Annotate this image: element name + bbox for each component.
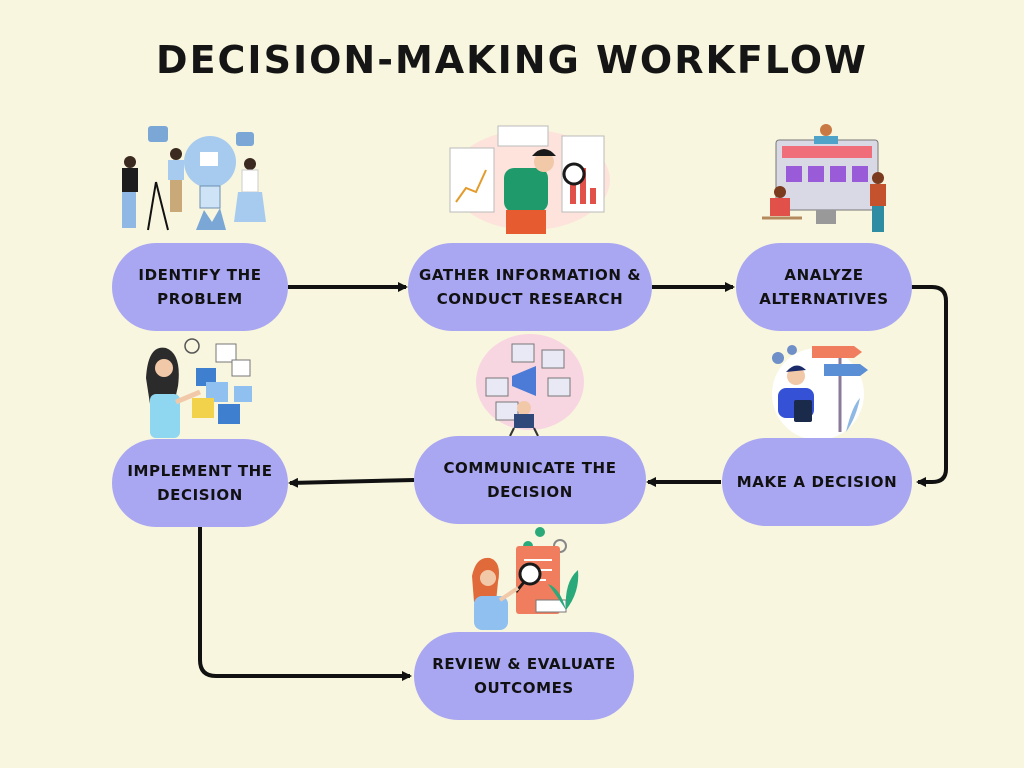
step-make-decision: MAKE A DECISION xyxy=(722,438,912,526)
step-identify-problem: IDENTIFY THE PROBLEM xyxy=(112,243,288,331)
step-implement-decision: IMPLEMENT THE DECISION xyxy=(112,439,288,527)
step-label-line2: PROBLEM xyxy=(157,290,243,308)
step-communicate-decision: COMMUNICATE THE DECISION xyxy=(414,436,646,524)
research-magnifier-illustration xyxy=(449,125,610,234)
step-gather-information: GATHER INFORMATION & CONDUCT RESEARCH xyxy=(408,243,652,331)
arrow-analyze-to-decide xyxy=(911,285,948,487)
signpost-choice-illustration xyxy=(772,345,868,440)
step-label-line1: MAKE A DECISION xyxy=(736,473,898,491)
arrow-implement-to-review xyxy=(198,527,412,681)
step-label-line1: REVIEW & EVALUATE xyxy=(432,655,616,673)
step-label-line2: CONDUCT RESEARCH xyxy=(436,290,624,308)
step-label-line1: GATHER INFORMATION & xyxy=(418,266,642,284)
step-label-line1: COMMUNICATE THE xyxy=(443,459,617,477)
step-label-line1: IMPLEMENT THE xyxy=(127,462,273,480)
review-document-illustration xyxy=(472,527,579,630)
arrow-communicate-to-implement xyxy=(288,477,415,488)
step-label-line1: ANALYZE xyxy=(784,266,864,284)
brainstorm-lightbulb-illustration xyxy=(122,126,266,231)
puzzle-pieces-illustration xyxy=(146,338,252,438)
team-dashboard-illustration xyxy=(762,124,886,232)
step-review-evaluate: REVIEW & EVALUATE OUTCOMES xyxy=(414,632,634,720)
step-analyze-alternatives: ANALYZE ALTERNATIVES xyxy=(736,243,912,331)
step-label-line2: DECISION xyxy=(157,486,243,504)
step-label-line2: DECISION xyxy=(487,483,573,501)
step-label-line2: ALTERNATIVES xyxy=(759,290,889,308)
step-label-line1: IDENTIFY THE xyxy=(138,266,262,284)
diagram-title: DECISION-MAKING WORKFLOW xyxy=(156,38,868,82)
video-meeting-illustration xyxy=(476,334,584,437)
step-label-line2: OUTCOMES xyxy=(474,679,574,697)
